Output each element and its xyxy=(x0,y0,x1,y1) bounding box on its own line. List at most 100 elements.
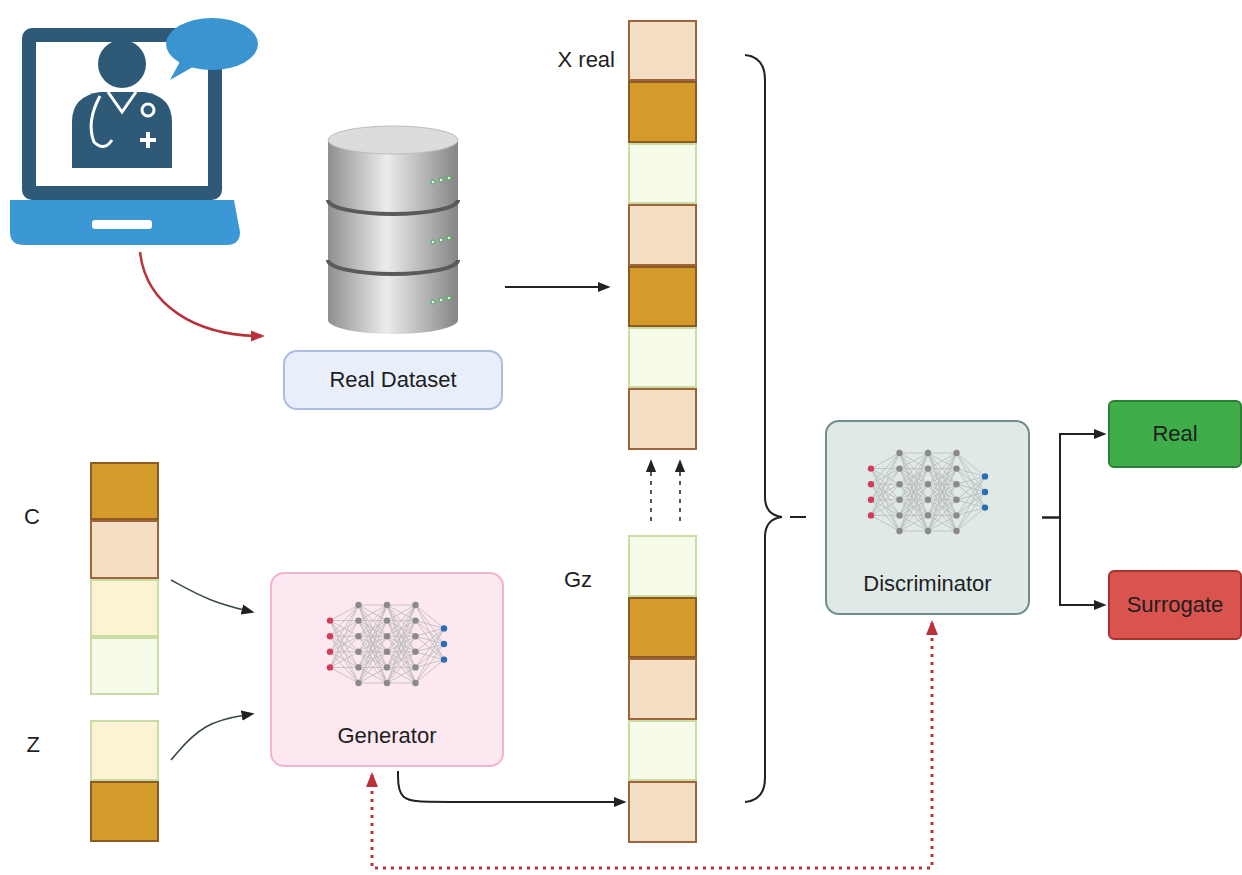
database-led xyxy=(431,180,435,184)
vector-label: Gz xyxy=(564,567,592,593)
neuron xyxy=(953,497,959,503)
dataset-node: Real Dataset xyxy=(283,120,503,412)
box-label: Generator xyxy=(337,723,436,749)
neuron xyxy=(441,625,447,631)
net-wire xyxy=(330,621,359,668)
stethoscope-head xyxy=(142,104,154,116)
laptop-icon xyxy=(10,18,258,245)
net-wire xyxy=(387,605,416,667)
net-wire xyxy=(956,476,985,531)
neuron xyxy=(327,649,333,655)
net-wire xyxy=(928,453,957,531)
net-wire xyxy=(359,605,388,636)
net-wire xyxy=(928,453,957,515)
net-wire xyxy=(871,515,900,531)
neuron xyxy=(355,680,361,686)
net-wire xyxy=(928,453,957,531)
neuron xyxy=(384,680,390,686)
flow-connector xyxy=(650,462,652,521)
net-wire xyxy=(416,605,445,628)
neuron xyxy=(384,602,390,608)
doctor-head xyxy=(98,40,146,88)
neuron xyxy=(924,450,930,456)
net-wire xyxy=(871,469,900,516)
net-wire xyxy=(387,605,416,683)
net-wire xyxy=(387,636,416,683)
net-wire xyxy=(899,484,928,531)
net-wire xyxy=(928,469,957,531)
net-wire xyxy=(928,453,957,469)
vector-cell xyxy=(90,720,159,781)
vector-cell xyxy=(90,579,159,637)
real-output-box: Real xyxy=(1108,400,1242,468)
net-wire xyxy=(359,652,388,683)
laptop-base xyxy=(10,200,240,245)
vector-cell xyxy=(628,781,697,843)
flow-connector xyxy=(1042,518,1104,606)
net-wire xyxy=(416,605,445,660)
neuron xyxy=(355,602,361,608)
net-wire xyxy=(330,636,359,667)
net-wire xyxy=(416,628,445,683)
net-wire xyxy=(387,652,416,683)
net-wire xyxy=(928,531,957,532)
net-wire xyxy=(871,515,900,516)
net-wire xyxy=(899,469,928,531)
database-band xyxy=(328,260,458,274)
net-wire xyxy=(387,605,416,621)
net-wire xyxy=(928,453,957,484)
neuron xyxy=(896,497,902,503)
net-wire xyxy=(928,500,957,531)
net-wire xyxy=(387,605,416,667)
net-wire xyxy=(330,652,359,683)
net-wire xyxy=(330,605,359,636)
net-wire xyxy=(871,484,900,515)
net-wire xyxy=(359,605,388,667)
neuron xyxy=(355,633,361,639)
vector-cell xyxy=(628,327,697,388)
net-wire xyxy=(359,667,388,683)
vector-cell xyxy=(90,637,159,695)
neuron xyxy=(924,528,930,534)
net-wire xyxy=(359,683,388,684)
net-wire xyxy=(387,652,416,683)
net-wire xyxy=(416,628,445,667)
net-wire xyxy=(928,515,957,531)
upload-arrow xyxy=(140,252,262,336)
neuron xyxy=(896,512,902,518)
neuron xyxy=(867,512,873,518)
net-wire xyxy=(330,636,359,683)
vector-label: Z xyxy=(27,732,40,758)
net-wire xyxy=(330,652,359,668)
net-wire xyxy=(330,667,359,683)
net-wire xyxy=(871,500,900,531)
neuron xyxy=(953,465,959,471)
neuron xyxy=(896,528,902,534)
net-wire xyxy=(899,515,928,531)
database-led xyxy=(439,238,443,242)
brace-stub xyxy=(790,516,806,518)
neuron xyxy=(953,481,959,487)
vector-cell xyxy=(628,388,697,449)
net-wire xyxy=(928,453,957,515)
neuron xyxy=(327,633,333,639)
net-wire xyxy=(899,453,928,484)
doctor-body xyxy=(72,92,172,168)
net-wire xyxy=(359,621,388,683)
curly-brace xyxy=(745,55,782,802)
net-wire xyxy=(871,453,900,515)
database-led xyxy=(431,300,435,304)
net-wire xyxy=(330,621,359,668)
net-wire xyxy=(899,453,928,469)
net-wire xyxy=(899,453,928,531)
database-band xyxy=(328,200,458,214)
net-wire xyxy=(387,605,416,636)
database-led xyxy=(439,298,443,302)
net-wire xyxy=(956,492,985,531)
neuron xyxy=(896,465,902,471)
flow-connector xyxy=(505,286,608,288)
database-led xyxy=(447,176,451,180)
vector-cell xyxy=(628,204,697,265)
